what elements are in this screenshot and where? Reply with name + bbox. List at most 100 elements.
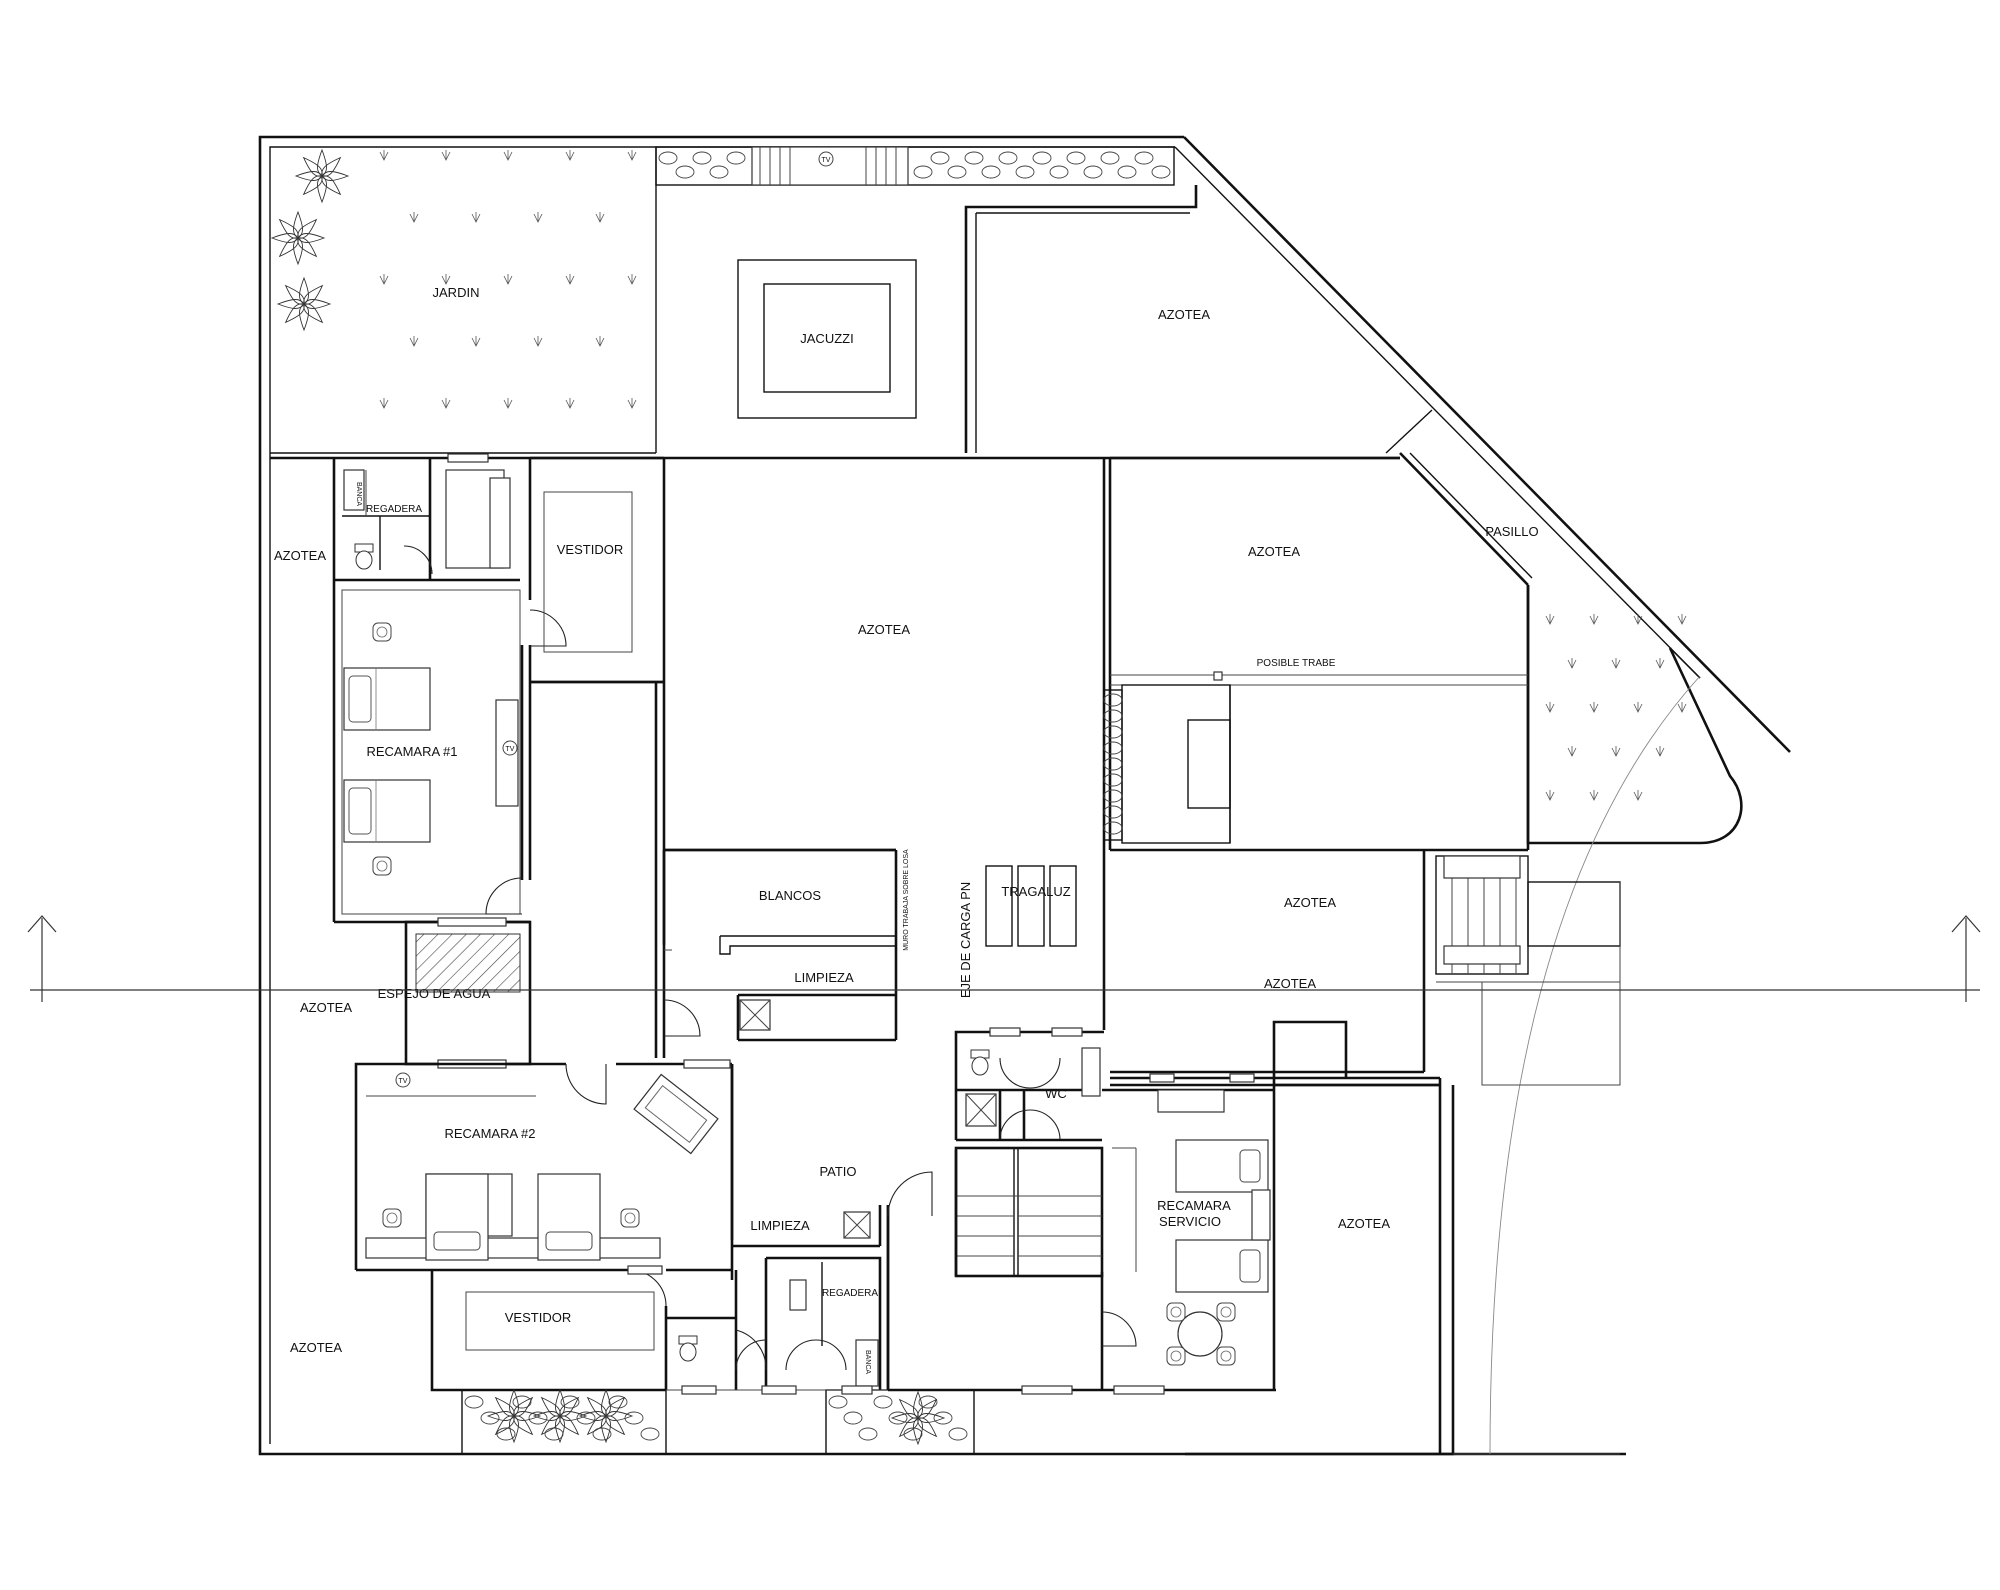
palm-plants — [271, 149, 349, 331]
closet-2: VESTIDOR — [430, 1270, 668, 1392]
label-banca-1: BANCA — [355, 482, 362, 506]
room-label-azotea-central: AZOTEA — [858, 622, 910, 637]
grass-mark — [1589, 701, 1599, 713]
grass-mark — [533, 211, 543, 223]
stone-mark — [544, 1427, 564, 1441]
room-label-azotea-2: AZOTEA — [1248, 544, 1300, 559]
bottom-planters — [461, 1389, 975, 1455]
stone-mark — [1103, 757, 1123, 771]
room-label-patio: PATIO — [819, 1164, 856, 1179]
grass-mark — [471, 211, 481, 223]
garden-area: JARDIN — [270, 147, 657, 454]
tv-label: TV — [822, 157, 831, 164]
room-label-pasillo: PASILLO — [1485, 524, 1538, 539]
room-label-recamara-1: RECAMARA #1 — [366, 744, 457, 759]
grass-mark — [627, 149, 637, 161]
stone-mark — [675, 165, 695, 179]
stone-mark — [947, 165, 967, 179]
entry-steps — [759, 147, 897, 185]
grass-mark — [627, 397, 637, 409]
grass-mark — [1633, 789, 1643, 801]
grass-mark — [1655, 657, 1665, 669]
room-label-jardin: JARDIN — [433, 285, 480, 300]
stone-mark — [1100, 151, 1120, 165]
grass-mark — [533, 335, 543, 347]
room-label-wc: WC — [1045, 1086, 1067, 1101]
side-planter-plants — [1103, 693, 1123, 835]
grass-mark — [1545, 701, 1555, 713]
stone-mark — [1103, 789, 1123, 803]
grass-mark — [409, 211, 419, 223]
azotea-bottom-right: AZOTEA — [1274, 1078, 1442, 1454]
window-marks — [627, 1027, 1255, 1395]
stone-mark — [964, 151, 984, 165]
room-label-azotea-left-2: AZOTEA — [300, 1000, 352, 1015]
stone-mark — [1103, 805, 1123, 819]
pasillo-corridor: PASILLO — [1399, 452, 1701, 679]
stone-mark — [903, 1427, 923, 1441]
grass-mark — [379, 273, 389, 285]
stone-mark — [1015, 165, 1035, 179]
label-eje-carga: EJE DE CARGA PN — [958, 882, 973, 998]
stone-mark — [640, 1427, 660, 1441]
grass-mark — [441, 273, 451, 285]
grass-mark — [1677, 613, 1687, 625]
tv-icon — [818, 151, 834, 167]
right-steps — [1435, 855, 1621, 1086]
service-corridor — [886, 1150, 1276, 1392]
room-label-blancos: BLANCOS — [759, 888, 821, 903]
grass-mark — [1545, 613, 1555, 625]
grass-mark — [627, 273, 637, 285]
stone-mark — [1103, 741, 1123, 755]
bedroom-1-suite: BANCA REGADERA TV RECAMARA #1 AZOTEA — [274, 453, 567, 924]
grass-mark — [1677, 701, 1687, 713]
stone-mark — [726, 151, 746, 165]
grass-mark — [471, 335, 481, 347]
grass-mark — [565, 273, 575, 285]
grass-mark — [441, 149, 451, 161]
room-label-vestidor-1: VESTIDOR — [557, 542, 623, 557]
stairs — [954, 1146, 1104, 1278]
stone-mark — [981, 165, 1001, 179]
room-label-azotea-left-3: AZOTEA — [290, 1340, 342, 1355]
label-banca-2: BANCA — [864, 1350, 871, 1374]
stone-mark — [828, 1395, 848, 1409]
planter-stones — [658, 151, 1171, 179]
stone-mark — [858, 1427, 878, 1441]
jacuzzi: JACUZZI — [737, 259, 917, 419]
stone-mark — [1103, 821, 1123, 835]
grass-mark — [1611, 745, 1621, 757]
stone-mark — [658, 151, 678, 165]
label-muro-trabaja: MURO TRABAJA SOBRE LOSA — [903, 849, 910, 951]
armchair — [633, 1073, 719, 1155]
grass-mark — [1589, 789, 1599, 801]
room-label-limpieza-1: LIMPIEZA — [794, 970, 854, 985]
stone-mark — [843, 1411, 863, 1425]
tv-icon-bedroom-1 — [502, 740, 518, 756]
tv-icon-bedroom-2 — [395, 1072, 411, 1088]
grass-mark — [441, 397, 451, 409]
right-garden — [1489, 585, 1743, 1455]
label-posible-trabe: POSIBLE TRABE — [1257, 658, 1336, 669]
stone-mark — [480, 1411, 500, 1425]
patio: PATIO LIMPIEZA — [730, 1064, 890, 1390]
room-label-jacuzzi: JACUZZI — [800, 331, 853, 346]
wc: WC — [954, 1030, 1104, 1142]
room-label-espejo-agua: ESPEJO DE AGUA — [378, 986, 491, 1001]
grass-mark — [565, 397, 575, 409]
stone-mark — [528, 1411, 548, 1425]
room-label-limpieza-2: LIMPIEZA — [750, 1218, 810, 1233]
stone-mark — [1103, 709, 1123, 723]
room-label-azotea-4: AZOTEA — [1264, 976, 1316, 991]
grass-mark — [1589, 613, 1599, 625]
grass-mark — [379, 149, 389, 161]
stone-mark — [464, 1395, 484, 1409]
grass-mark — [1655, 745, 1665, 757]
service-bath-bottom: BANCA REGADERA — [666, 1256, 888, 1391]
grass-mark — [1567, 745, 1577, 757]
label-regadera-2: REGADERA — [822, 1288, 878, 1299]
room-label-azotea-1: AZOTEA — [1158, 307, 1210, 322]
grass-mark — [503, 149, 513, 161]
water-mirror: ESPEJO DE AGUA — [378, 917, 532, 1069]
grass-mark — [1633, 701, 1643, 713]
